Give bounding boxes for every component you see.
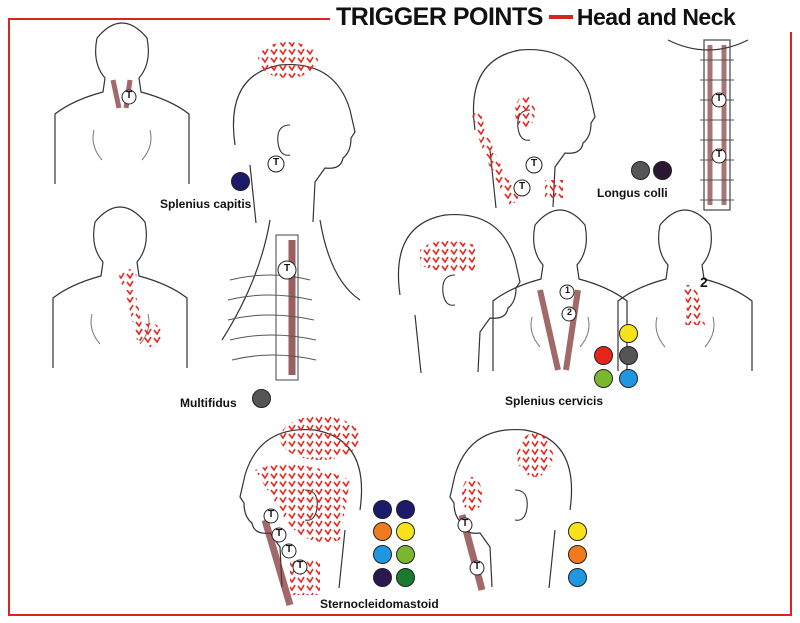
trigger-label: T [462, 518, 469, 529]
trigger-label: T [268, 509, 275, 520]
symptom-dot [396, 568, 415, 587]
symptom-dot [619, 324, 638, 343]
trigger-label: T [273, 157, 280, 168]
symptom-dot [619, 369, 638, 388]
header: TRIGGER POINTS Head and Neck [330, 2, 796, 32]
trigger-label: T [126, 90, 133, 101]
symptom-dot [373, 522, 392, 541]
point-label-1: 1 [565, 285, 571, 295]
symptom-dot [568, 545, 587, 564]
splenius-cervicis-side-figure [617, 209, 753, 372]
scm-front-head-figure [239, 416, 363, 606]
scm-side-head-figure [449, 428, 573, 591]
trigger-label: T [284, 263, 291, 274]
splenius-cervicis-back-figure [492, 209, 628, 372]
muscle-label-multifidus: Multifidus [180, 396, 237, 410]
trigger-markers [121, 89, 727, 576]
page-title: TRIGGER POINTS [336, 2, 543, 31]
muscle-label-splenius-capitis: Splenius capitis [160, 197, 252, 211]
trigger-label: T [286, 544, 293, 555]
muscle-label-splenius-cervicis: Splenius cervicis [505, 394, 604, 408]
symptom-dot [631, 161, 650, 180]
point-label-2-side: 2 [700, 274, 708, 290]
symptom-dot [252, 389, 271, 408]
symptom-dot [568, 522, 587, 541]
trigger-label: T [716, 149, 723, 160]
splenius-capitis-back-figure [54, 22, 190, 185]
longus-colli-spine-figure [667, 39, 749, 211]
splenius-capitis-head-figure [232, 42, 356, 224]
symptom-dot [619, 346, 638, 365]
muscle-label-longus-colli: Longus colli [597, 186, 668, 200]
multifidus-back-figure [52, 206, 188, 369]
trigger-label: T [276, 528, 283, 539]
symptom-dot [653, 161, 672, 180]
longus-colli-head-figure [472, 48, 596, 209]
symptom-dot [594, 369, 613, 388]
symptom-dot [396, 500, 415, 519]
page-subtitle: Head and Neck [576, 3, 736, 30]
symptom-dot [396, 522, 415, 541]
symptom-dot [231, 172, 250, 191]
symptom-dot [373, 500, 392, 519]
trigger-label: T [519, 181, 526, 192]
symptom-dot [373, 568, 392, 587]
symptom-dot [568, 568, 587, 587]
trigger-label: T [531, 158, 538, 169]
trigger-label: T [716, 93, 723, 104]
splenius-cervicis-head-figure [397, 213, 521, 374]
trigger-label: T [474, 561, 481, 572]
muscle-label-sternocleidomastoid: Sternocleidomastoid [320, 597, 439, 611]
symptom-dot [373, 545, 392, 564]
multifidus-spine-figure [221, 219, 361, 381]
point-label-2: 2 [567, 307, 573, 317]
symptom-dot [594, 346, 613, 365]
title-separator [548, 15, 573, 19]
trigger-label: T [297, 560, 304, 571]
symptom-dot [396, 545, 415, 564]
